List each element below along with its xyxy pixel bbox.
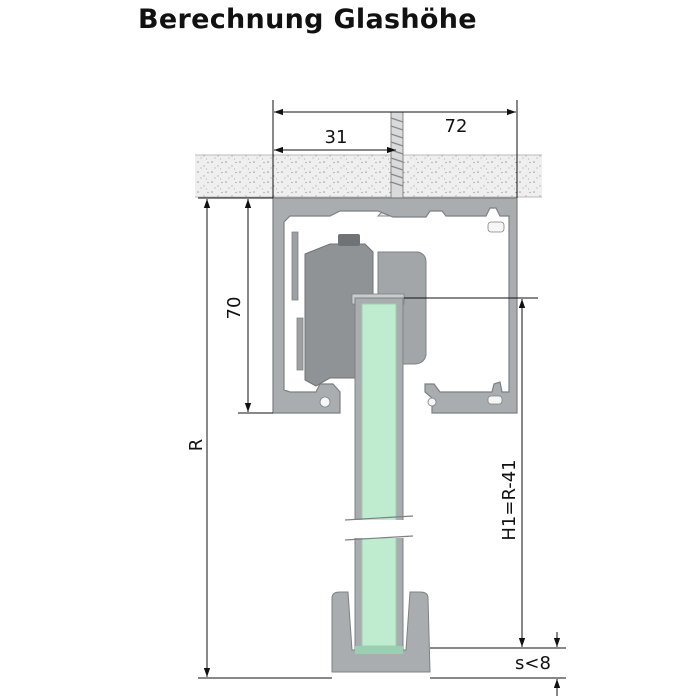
dim-screw-offset: 31 — [274, 127, 396, 154]
dim-h1-label: H1=R-41 — [499, 459, 520, 540]
dim-total-width: 72 — [272, 100, 518, 198]
dim-s-label: s<8 — [515, 653, 551, 674]
dim-72-label: 72 — [445, 116, 468, 137]
floor-guide — [331, 591, 431, 673]
track-profile — [272, 197, 518, 414]
dim-room-height: R — [186, 197, 332, 679]
dim-profile-height: 70 — [224, 197, 273, 414]
dim-floor-gap: s<8 — [430, 632, 566, 696]
dim-31-label: 31 — [325, 127, 348, 148]
diagram-title: Berechnung Glashöhe — [138, 4, 477, 35]
dim-glass-height: H1=R-41 — [404, 297, 566, 649]
glass-panel — [344, 297, 414, 665]
dim-70-label: 70 — [224, 297, 245, 320]
ceiling — [195, 154, 542, 198]
dim-r-label: R — [186, 439, 207, 452]
